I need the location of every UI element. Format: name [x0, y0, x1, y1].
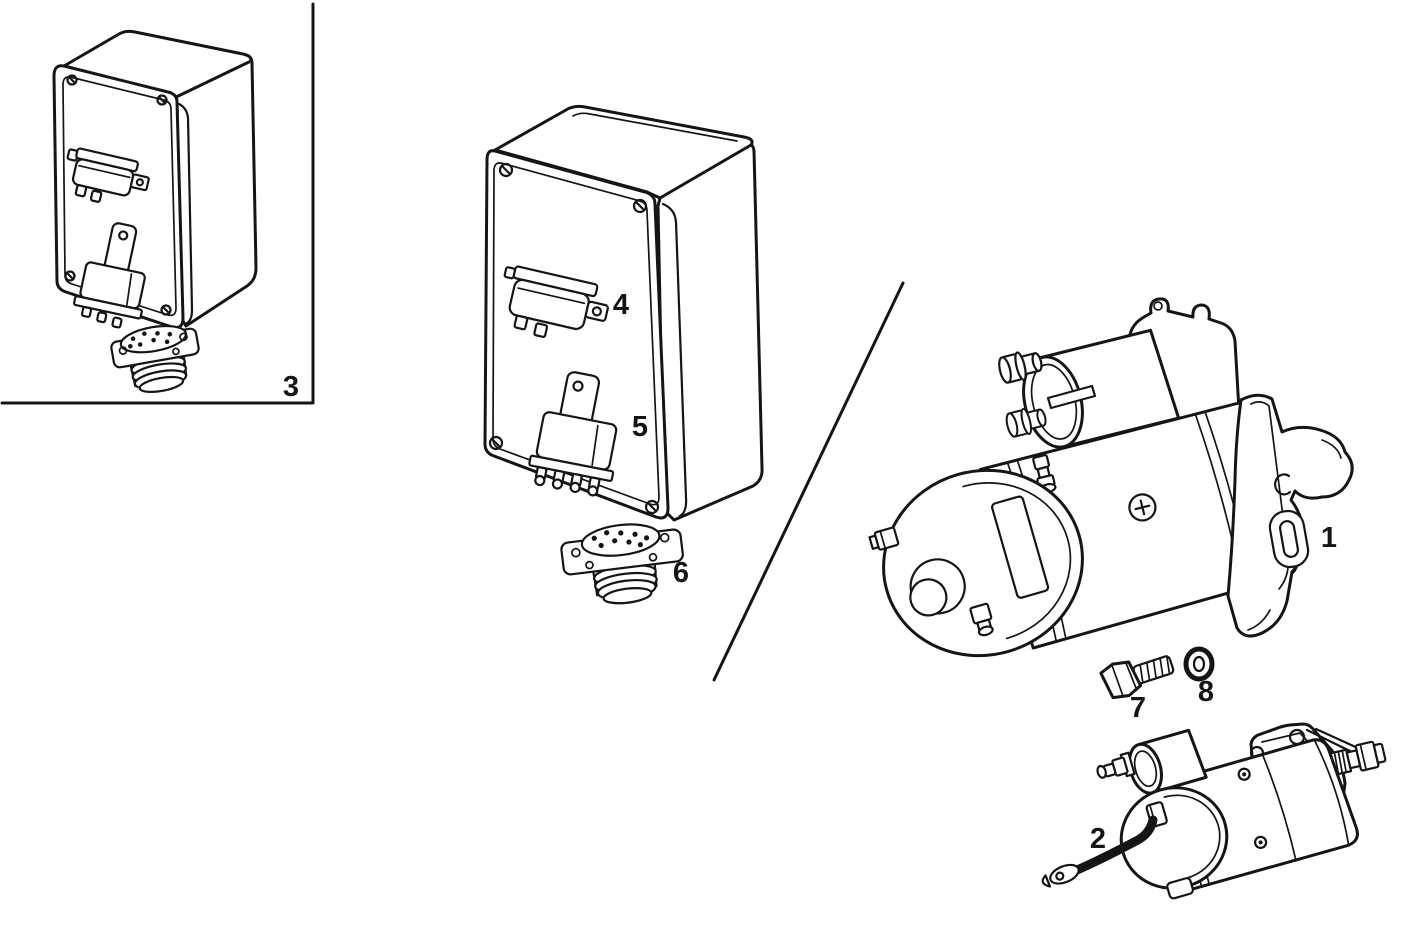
starter-motor-2-drawing	[1041, 722, 1387, 900]
callout-labels: 1 2 3 4 5 6 7 8	[283, 289, 1337, 855]
cable-lug	[1041, 863, 1080, 888]
solenoid-terminal-upper	[998, 351, 1043, 384]
washer-8-drawing	[1183, 646, 1215, 682]
callout-2: 2	[1090, 823, 1106, 855]
callout-7: 7	[1130, 692, 1146, 724]
callout-1: 1	[1321, 522, 1337, 554]
callout-5: 5	[632, 411, 648, 443]
callout-4: 4	[613, 289, 629, 321]
connector-on-unit-3	[110, 324, 200, 393]
callout-3: 3	[283, 371, 299, 403]
callout-8: 8	[1198, 676, 1214, 708]
callout-6: 6	[673, 557, 689, 589]
bolt-7-drawing	[1099, 655, 1175, 700]
callout-3-bracket	[0, 2, 315, 405]
relay-5-drawing	[528, 371, 618, 497]
section-divider-line	[712, 281, 905, 682]
starter-1-mounting-bracket	[1226, 393, 1354, 638]
relay-4-drawing	[503, 265, 609, 338]
starter-motor-1-drawing	[868, 297, 1354, 658]
connector-6-drawing	[560, 523, 684, 605]
control-unit-large-drawing	[483, 104, 764, 605]
solenoid-terminal-lower	[1005, 407, 1047, 438]
relay-small-on-unit-3	[66, 147, 150, 203]
control-unit-small-drawing	[52, 29, 258, 393]
relay-large-on-unit-3	[73, 222, 146, 329]
